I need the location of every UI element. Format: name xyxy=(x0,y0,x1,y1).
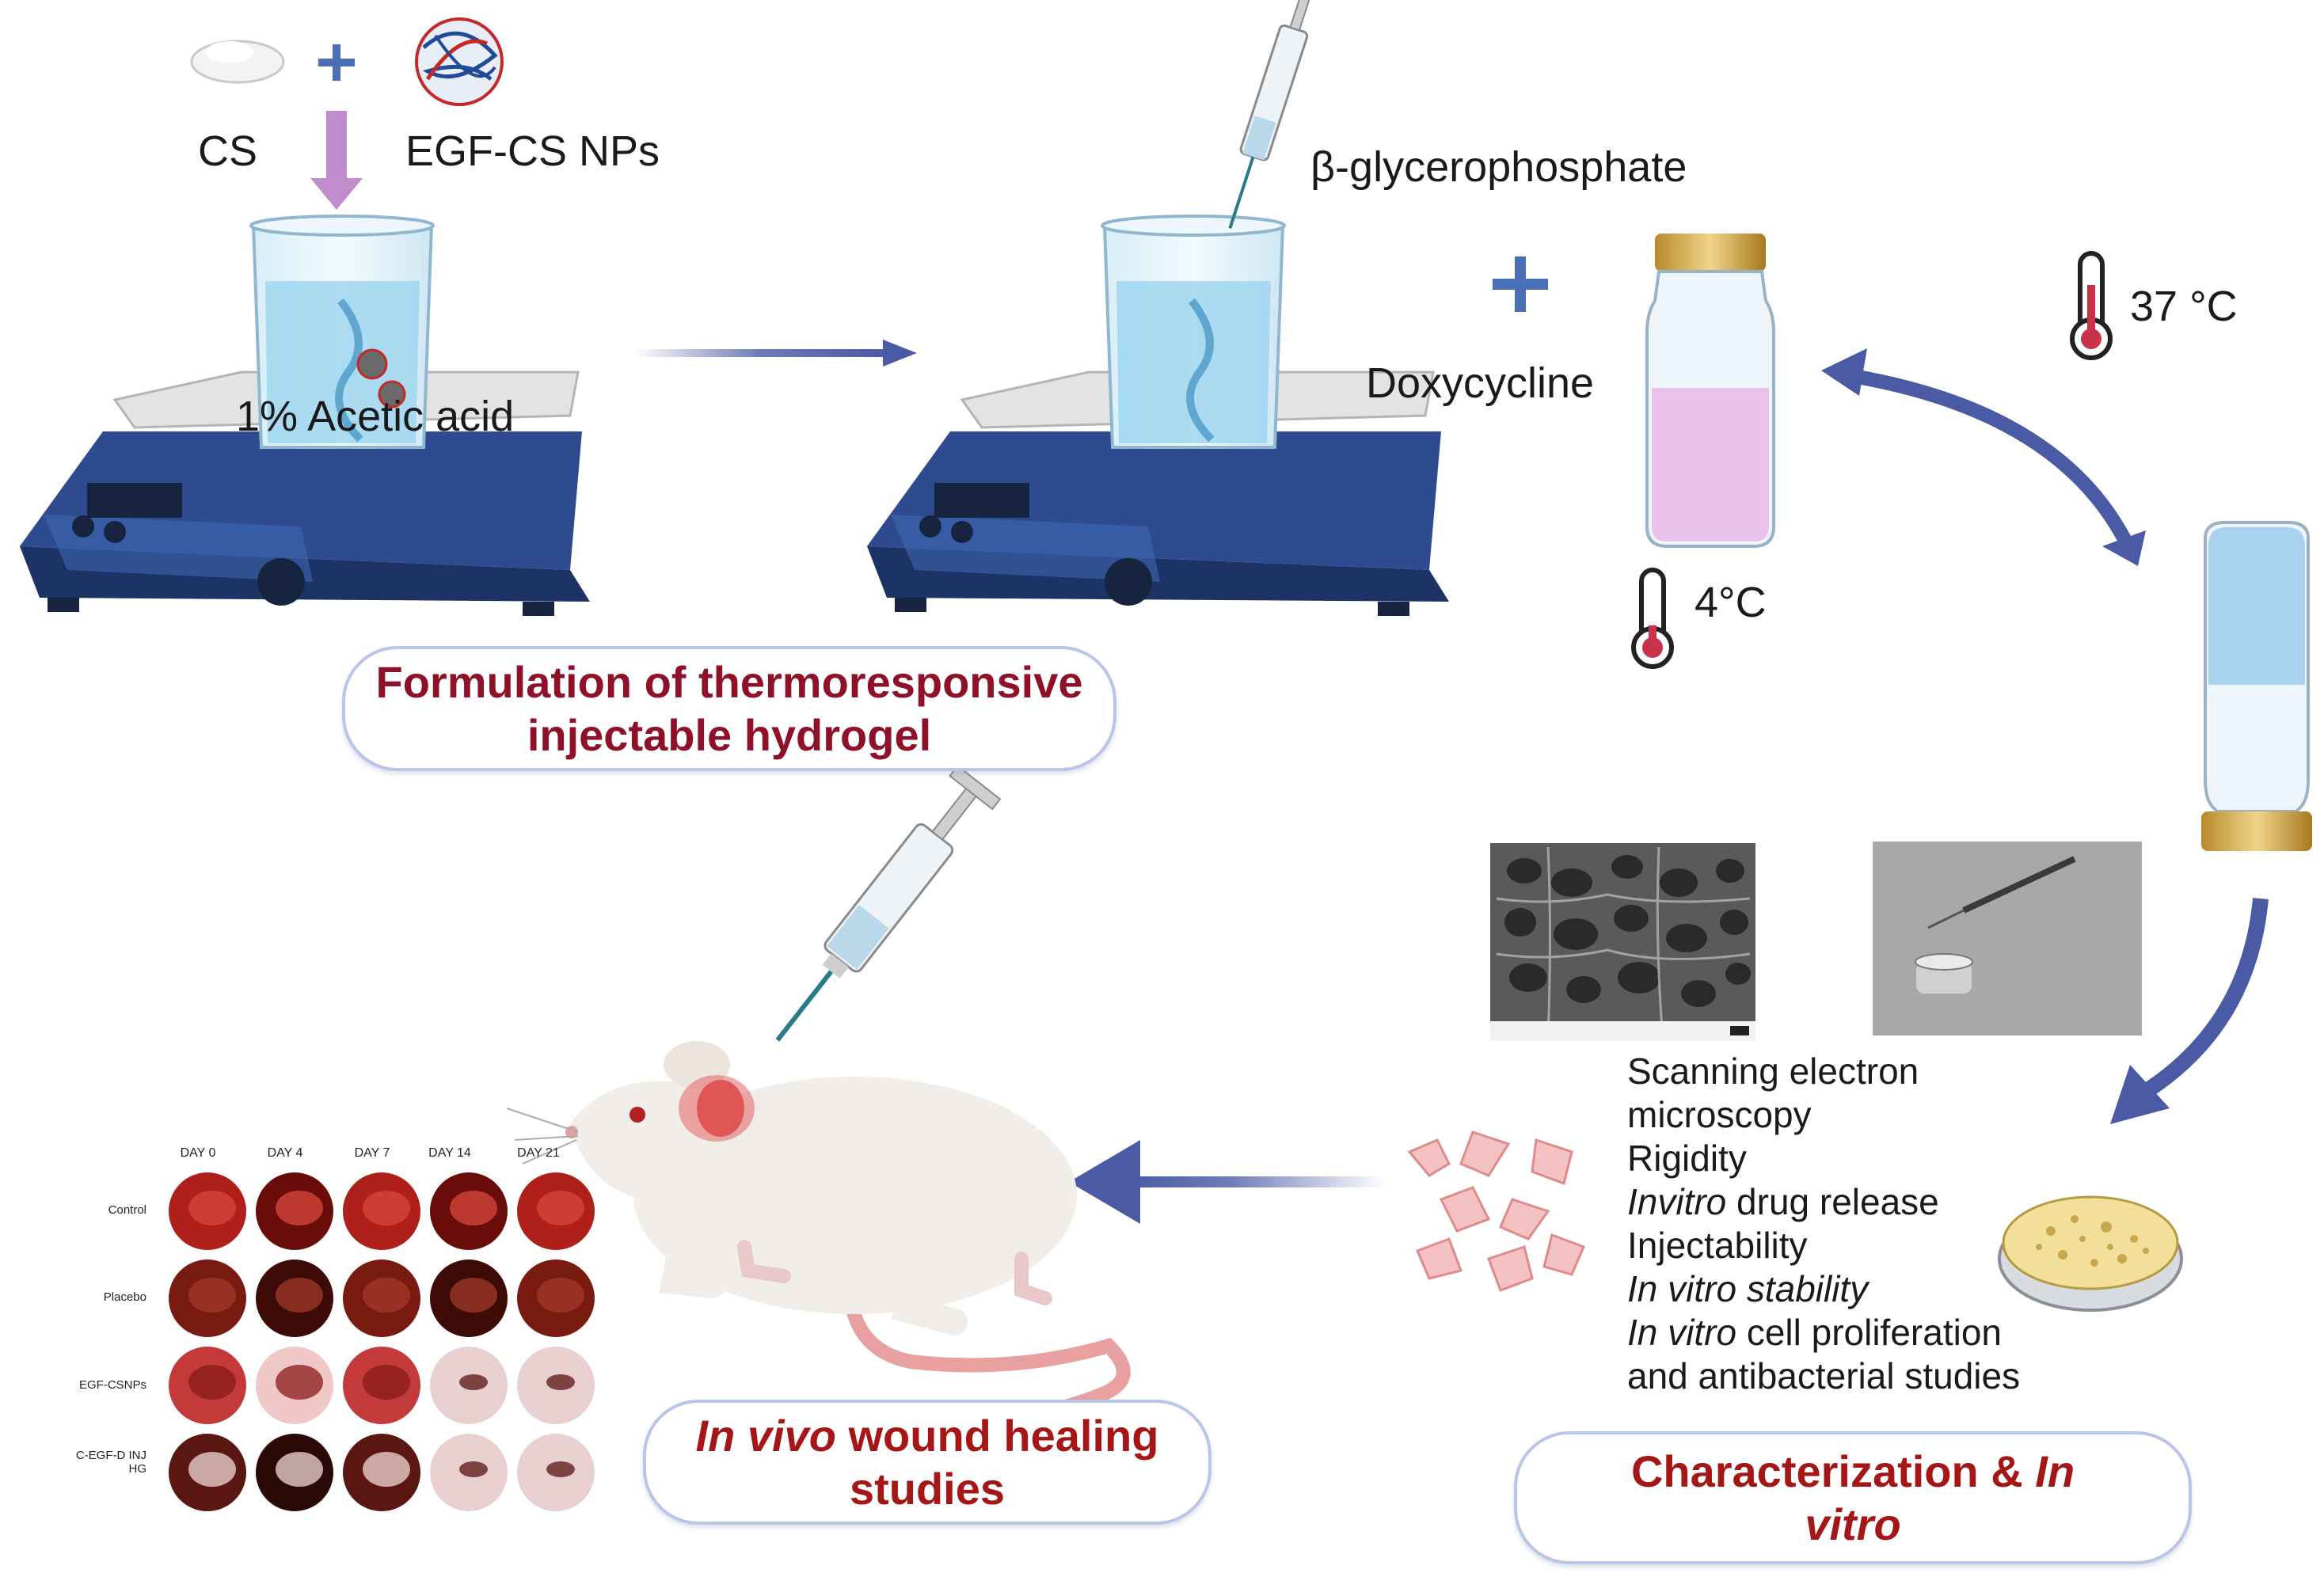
formulation-title-box: Formulation of thermoresponsive injectab… xyxy=(342,646,1116,771)
list-item: and antibacterial studies xyxy=(1627,1355,2021,1396)
vial-solution-4c xyxy=(1645,234,1775,548)
formulation-title-line1: Formulation of thermoresponsive xyxy=(375,656,1083,707)
day-label: DAY 4 xyxy=(267,1146,303,1160)
wound-spot xyxy=(363,1191,410,1225)
group-label: C-EGF-D INJ HG xyxy=(75,1449,146,1476)
wound-spot xyxy=(537,1191,584,1225)
day-label: DAY 0 xyxy=(180,1146,216,1160)
syringe-icon-rat xyxy=(775,765,1002,1042)
wound-spot xyxy=(546,1461,575,1477)
list-item: In vitro cell proliferation xyxy=(1627,1312,2002,1353)
cells-icon xyxy=(1407,1130,1585,1292)
list-item: In vitro stability xyxy=(1627,1268,1869,1309)
hotplate-stirrer-2 xyxy=(867,370,1449,616)
wound-spot xyxy=(450,1191,497,1225)
wound-spot xyxy=(188,1452,236,1487)
acetic-acid-label: 1% Acetic acid xyxy=(236,393,515,440)
wound-spot xyxy=(363,1278,410,1313)
wound-spot xyxy=(537,1278,584,1313)
rat-illustration xyxy=(506,1041,1131,1426)
day-label: DAY 7 xyxy=(354,1146,390,1160)
wound-spot xyxy=(188,1365,236,1400)
wound-spot xyxy=(188,1191,236,1225)
list-item: Injectability xyxy=(1627,1225,1808,1266)
syringe-icon-top xyxy=(1228,0,1315,230)
wound-spot xyxy=(363,1452,410,1487)
thermometer-warm-icon xyxy=(2070,251,2113,360)
petri-dish-icon xyxy=(1998,1195,2183,1312)
thermometer-cold-icon xyxy=(1631,568,1674,669)
egf-cs-np-label: EGF-CS NPs xyxy=(405,127,660,175)
char-line2: vitro xyxy=(1805,1499,1901,1549)
invivo-line2: studies xyxy=(849,1464,1006,1514)
group-label: Control xyxy=(108,1203,146,1217)
day-label: DAY 21 xyxy=(517,1146,560,1160)
group-label: EGF-CSNPs xyxy=(78,1378,146,1392)
temp-37c-label: 37 °C xyxy=(2130,283,2238,330)
cs-label: CS xyxy=(198,127,258,175)
day-label: DAY 14 xyxy=(428,1146,471,1160)
wound-spot xyxy=(276,1365,323,1400)
wound-spot xyxy=(459,1374,488,1390)
vial-gel-37c xyxy=(2201,521,2312,851)
char-line1b: In xyxy=(2035,1446,2075,1496)
sem-image xyxy=(1490,843,1755,1041)
list-item: Invitro drug release xyxy=(1627,1181,1939,1222)
hotplate-stirrer-1 xyxy=(20,370,590,616)
injectability-photo xyxy=(1873,842,2142,1035)
beaker-1 xyxy=(249,215,435,449)
wound-spot xyxy=(450,1278,497,1313)
wound-spot xyxy=(276,1278,323,1313)
wound-spot xyxy=(546,1374,575,1390)
formulation-title-line2: injectable hydrogel xyxy=(527,710,932,760)
list-item: Rigidity xyxy=(1627,1138,1747,1179)
wound-spot xyxy=(459,1461,488,1477)
wound-grid-labels: DAY 0 DAY 4 DAY 7 DAY 14 DAY 21 Control … xyxy=(75,1146,598,1495)
wound-spot xyxy=(276,1452,323,1487)
group-label: Placebo xyxy=(103,1290,146,1304)
invivo-title-box: In vivo wound healing studies xyxy=(643,1400,1211,1525)
wound-spot xyxy=(363,1365,410,1400)
characterization-title-box: Characterization & In vitro xyxy=(1514,1431,2192,1564)
to-invivo-arrow xyxy=(1069,1140,1386,1224)
invivo-italic: In vivo xyxy=(695,1410,836,1461)
sol-gel-transition-arrow xyxy=(1821,348,2146,566)
doxycycline-label: Doxycycline xyxy=(1366,359,1595,407)
beaker-2 xyxy=(1101,215,1286,449)
wound-spot xyxy=(188,1278,236,1313)
wound-spot xyxy=(276,1191,323,1225)
plus-icon xyxy=(318,44,355,81)
plus-icon-2 xyxy=(1493,256,1548,312)
characterization-list: Scanning electron microscopy Rigidity In… xyxy=(1627,1050,2020,1398)
characterization-arrow xyxy=(2110,898,2269,1124)
chitosan-powder-icon xyxy=(190,40,285,84)
process-arrow-1 xyxy=(633,340,917,367)
char-line1a: Characterization & xyxy=(1630,1446,2036,1496)
list-item: Scanning electron xyxy=(1627,1051,1919,1092)
invivo-rest: wound healing xyxy=(835,1410,1159,1461)
down-arrow-icon xyxy=(310,111,363,210)
nanoparticle-icon xyxy=(415,17,504,106)
beta-glycerophosphate-label: β-glycerophosphate xyxy=(1310,143,1687,191)
list-item: microscopy xyxy=(1627,1094,1812,1135)
wound-healing-photo-grid xyxy=(169,1172,595,1511)
temp-4c-label: 4°C xyxy=(1695,579,1767,626)
